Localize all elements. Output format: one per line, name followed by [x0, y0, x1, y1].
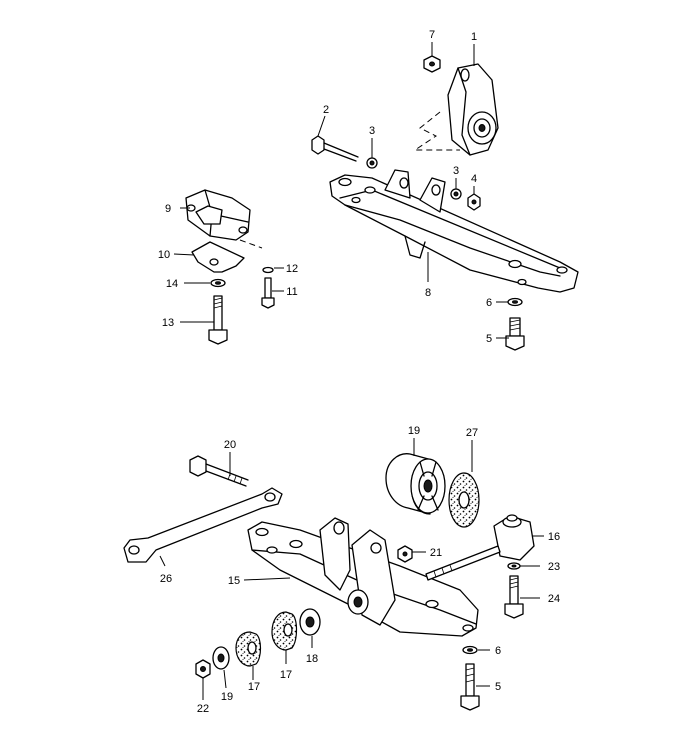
callout-10: 10 [158, 249, 170, 261]
washer-part-19 [212, 646, 230, 670]
callout-25: 21 [430, 547, 442, 559]
callout-2: 2 [323, 104, 329, 116]
callout-27: 27 [466, 427, 478, 439]
tie-rod-part-26 [123, 487, 283, 563]
callout-18: 18 [306, 653, 318, 665]
callout-6-lower: 6 [495, 645, 501, 657]
callout-12: 12 [286, 263, 298, 275]
callout-9: 9 [165, 203, 171, 215]
washer-part-21 [507, 562, 521, 570]
bolt-part-22 [504, 575, 524, 619]
callout-7: 7 [429, 29, 435, 41]
callout-15: 15 [228, 575, 240, 587]
bolt-part-24 [189, 455, 249, 487]
bolt-part-11 [261, 277, 275, 309]
damper-disc-part-27 [448, 472, 480, 528]
bushing-part-17-right [271, 611, 298, 651]
callout-26: 26 [160, 573, 172, 585]
washer-part-3-upper [366, 157, 378, 169]
nut-part-7 [423, 55, 441, 73]
washer-part-6-lower [462, 645, 478, 655]
callout-6-upper: 6 [486, 297, 492, 309]
callout-17-left: 17 [248, 681, 260, 693]
callout-22: 24 [548, 593, 560, 605]
mount-bushing-part-16 [425, 514, 535, 581]
callout-21: 23 [548, 561, 560, 573]
cross-member-part-8 [329, 169, 579, 293]
callout-24: 20 [224, 439, 236, 451]
callout-19: 19 [221, 691, 233, 703]
callout-16: 16 [548, 531, 560, 543]
nut-part-4 [467, 193, 481, 211]
transmission-mount-part-9 [185, 189, 263, 249]
engine-mount-part-1 [413, 63, 499, 156]
callout-17-right: 17 [280, 669, 292, 681]
callout-8: 8 [425, 287, 431, 299]
nut-part-25 [397, 545, 413, 563]
callout-13: 13 [162, 317, 174, 329]
callout-labels: 7 1 2 3 3 4 8 9 10 12 11 14 13 6 5 20 19… [158, 29, 560, 715]
washer-part-12 [262, 266, 274, 274]
bracket-part-10 [191, 241, 245, 273]
leader-lines [159, 42, 544, 700]
callout-5-lower: 5 [495, 681, 501, 693]
callout-5-upper: 5 [486, 333, 492, 345]
nut-part-20 [195, 659, 211, 679]
bolt-part-5-upper [505, 317, 525, 351]
washer-part-18 [299, 608, 321, 636]
callout-23: 19 [408, 425, 420, 437]
washer-part-6-upper [507, 297, 523, 307]
cross-member-part-15 [247, 517, 479, 637]
callout-4: 4 [471, 173, 477, 185]
callout-20: 22 [197, 703, 209, 715]
callout-3-upper: 3 [369, 125, 375, 137]
callout-14: 14 [166, 278, 178, 290]
bolt-part-13 [208, 295, 228, 345]
bushing-part-23 [385, 453, 446, 515]
bolt-part-2 [311, 135, 359, 162]
bushing-part-17-left [235, 631, 262, 667]
callout-1: 1 [471, 31, 477, 43]
bolt-part-5-lower [460, 663, 480, 711]
washer-part-3-lower [450, 188, 462, 200]
washer-part-14 [210, 278, 226, 288]
callout-11: 11 [286, 286, 297, 298]
callout-3-lower: 3 [453, 165, 459, 177]
